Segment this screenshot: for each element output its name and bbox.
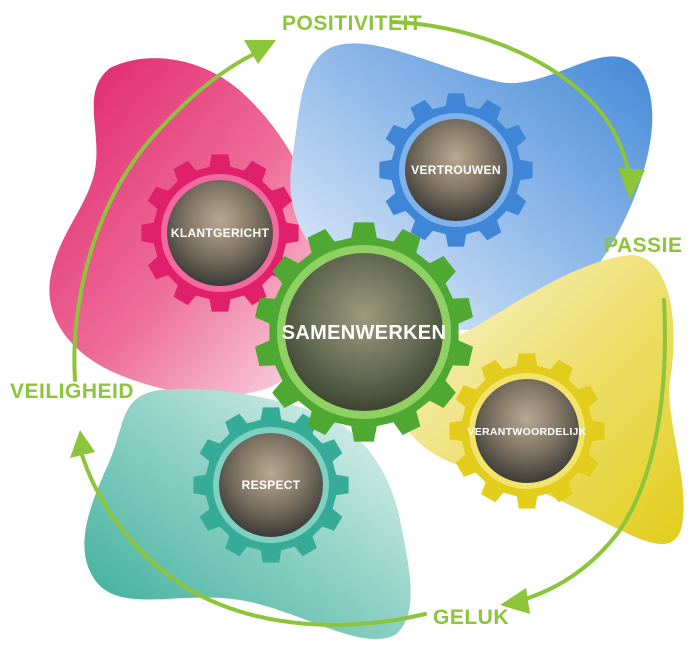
gear-label-samenwerken: SAMENWERKEN [282, 322, 446, 344]
gear-face [405, 119, 507, 221]
gear-label-vertrouwen: VERTROUWEN [411, 163, 501, 177]
gear-face [285, 253, 443, 411]
cycle-arc-top-left [72, 50, 260, 382]
arrowhead-left [70, 430, 95, 458]
cycle-arrows [72, 20, 667, 627]
gear-verantwoordelijk: VERANTWOORDELIJK [449, 353, 605, 509]
arrowhead-right [618, 168, 645, 200]
gear-face [475, 379, 579, 483]
gear-samenwerken: SAMENWERKEN [255, 222, 473, 442]
gear-face [167, 180, 273, 286]
cycle-arc-top-right [392, 20, 632, 180]
cycle-label-positiviteit: POSITIVITEIT [282, 12, 422, 35]
cycle-arc-bottom-right [520, 298, 667, 602]
gear-label-verantwoordelijk: VERANTWOORDELIJK [467, 426, 586, 438]
cycle-arc-bottom-left [80, 453, 427, 627]
gear-label-respect: RESPECT [242, 478, 301, 492]
arrowhead-bottom [500, 588, 530, 614]
cycle-label-veiligheid: VEILIGHEID [10, 380, 134, 403]
gear-face [219, 433, 323, 537]
gear-label-klantgericht: KLANTGERICHT [171, 226, 270, 240]
arrowhead-top [244, 40, 276, 64]
gear-vertrouwen: VERTROUWEN [379, 93, 533, 247]
cycle-arrowheads [70, 40, 645, 614]
gear-klantgericht: KLANTGERICHT [141, 154, 299, 312]
cycle-label-passie: PASSIE [604, 234, 682, 257]
gear-respect: RESPECT [193, 407, 349, 563]
cycle-label-geluk: GELUK [433, 606, 509, 629]
